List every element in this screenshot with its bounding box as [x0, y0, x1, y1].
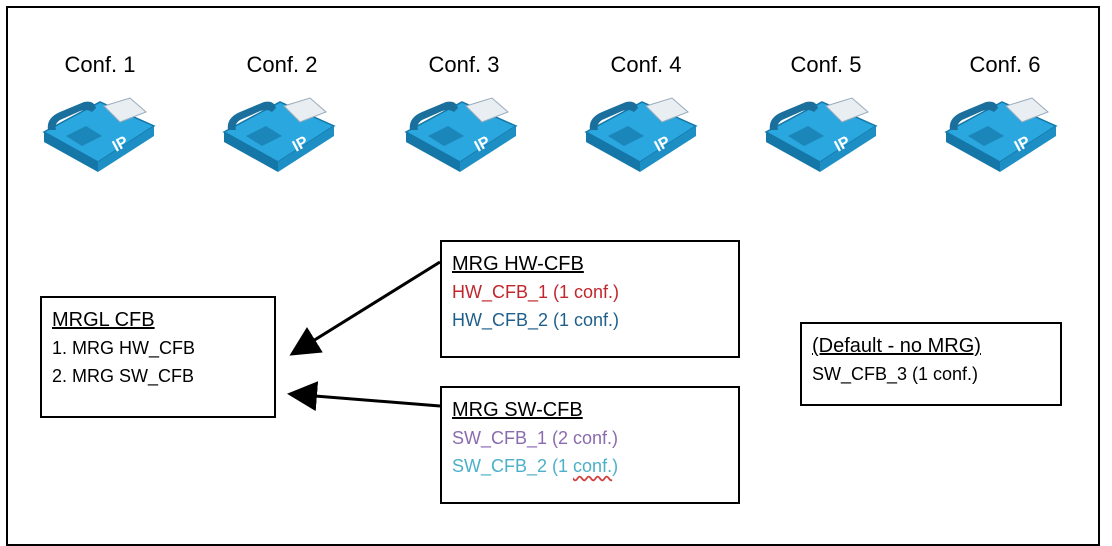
- arrow-sw-to-mrgl: [287, 381, 441, 412]
- arrows-layer: [287, 260, 441, 412]
- mrg-sw-item-2: SW_CFB_2 (1 conf.): [452, 452, 728, 480]
- default-box: (Default - no MRG) SW_CFB_3 (1 conf.): [800, 322, 1062, 406]
- ip-badge: IP: [290, 133, 312, 155]
- ip-phone-icon: IP: [580, 92, 700, 172]
- mrgl-cfb-box: MRGL CFB 1. MRG HW_CFB 2. MRG SW_CFB: [40, 296, 276, 418]
- ip-badge: IP: [832, 133, 854, 155]
- ip-phone-icon: IP: [38, 92, 158, 172]
- phone-label-6: Conf. 6: [969, 52, 1041, 77]
- default-item-1: SW_CFB_3 (1 conf.): [812, 364, 979, 384]
- ip-phone-icon: IP: [760, 92, 880, 172]
- mrg-hw-item-1: HW_CFB_1 (1 conf.): [452, 282, 620, 302]
- arrow-hw-to-mrgl: [289, 260, 441, 356]
- phone-label-4: Conf. 4: [610, 52, 682, 77]
- default-title: (Default - no MRG): [812, 335, 981, 357]
- phone-label-2: Conf. 2: [246, 52, 318, 77]
- mrg-sw-item-1: SW_CFB_1 (2 conf.): [452, 428, 619, 448]
- mrg-sw-cfb-box: MRG SW-CFB SW_CFB_1 (2 conf.) SW_CFB_2 (…: [440, 386, 740, 504]
- ip-badge: IP: [472, 133, 494, 155]
- mrgl-item-1: 1. MRG HW_CFB: [52, 338, 196, 358]
- phone-label-5: Conf. 5: [790, 52, 862, 77]
- mrg-sw-item-2-main: SW_CFB_2 (1: [452, 456, 574, 476]
- ip-badge: IP: [652, 133, 674, 155]
- ip-phone-icon: IP: [940, 92, 1060, 172]
- mrgl-title: MRGL CFB: [52, 309, 155, 331]
- mrg-hw-cfb-box: MRG HW-CFB HW_CFB_1 (1 conf.) HW_CFB_2 (…: [440, 240, 740, 358]
- mrgl-item-2: 2. MRG SW_CFB: [52, 366, 195, 386]
- mrg-sw-title: MRG SW-CFB: [452, 399, 583, 421]
- mrg-hw-item-2: HW_CFB_2 (1 conf.): [452, 310, 620, 330]
- ip-badge: IP: [110, 133, 132, 155]
- ip-badge: IP: [1012, 133, 1034, 155]
- phone-label-1: Conf. 1: [64, 52, 136, 77]
- phone-label-3: Conf. 3: [428, 52, 500, 77]
- mrg-hw-title: MRG HW-CFB: [452, 253, 584, 275]
- mrg-sw-item-2-squiggle: conf.: [573, 456, 613, 476]
- ip-phone-icon: IP: [218, 92, 338, 172]
- mrg-sw-item-2-end: ): [612, 456, 619, 476]
- ip-phone-icon: IP: [400, 92, 520, 172]
